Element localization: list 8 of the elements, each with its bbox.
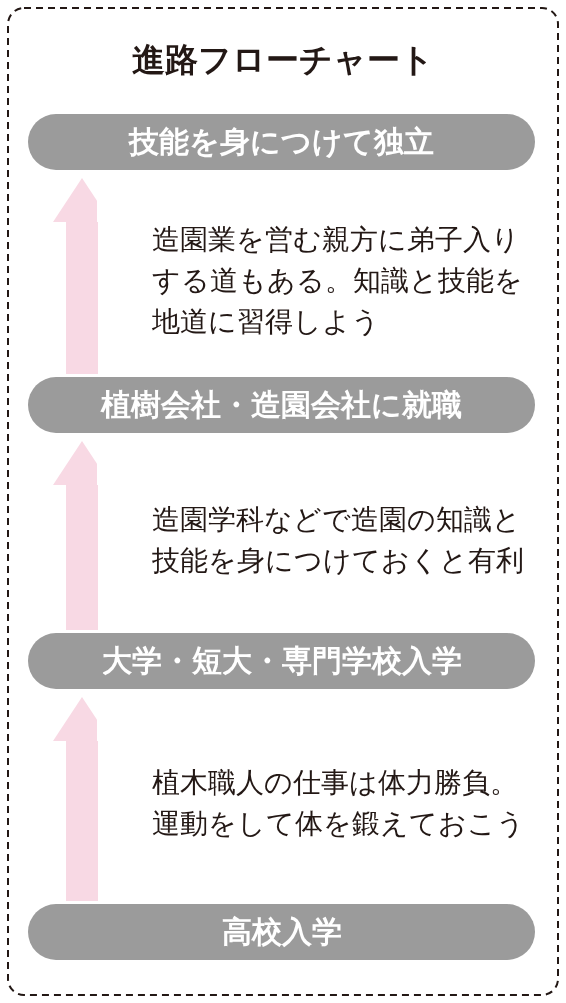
stage-box: 技能を身につけて独立 [28, 114, 535, 170]
stage-box: 植樹会社・造園会社に就職 [28, 377, 535, 433]
stage-box: 高校入学 [28, 904, 535, 960]
edge-label: 植木職人の仕事は体力勝負。運動をして体を鍛えておこう [152, 765, 526, 842]
edge-label: 造園学科などで造園の知識と技能を身につけておくと有利 [152, 502, 525, 579]
title: 進路フローチャート [131, 39, 435, 81]
edge-label: 造園業を営む親方に弟子入りする道もある。知識と技能を地道に習得しよう [152, 222, 524, 340]
stage-box: 大学・短大・専門学校入学 [28, 633, 535, 689]
